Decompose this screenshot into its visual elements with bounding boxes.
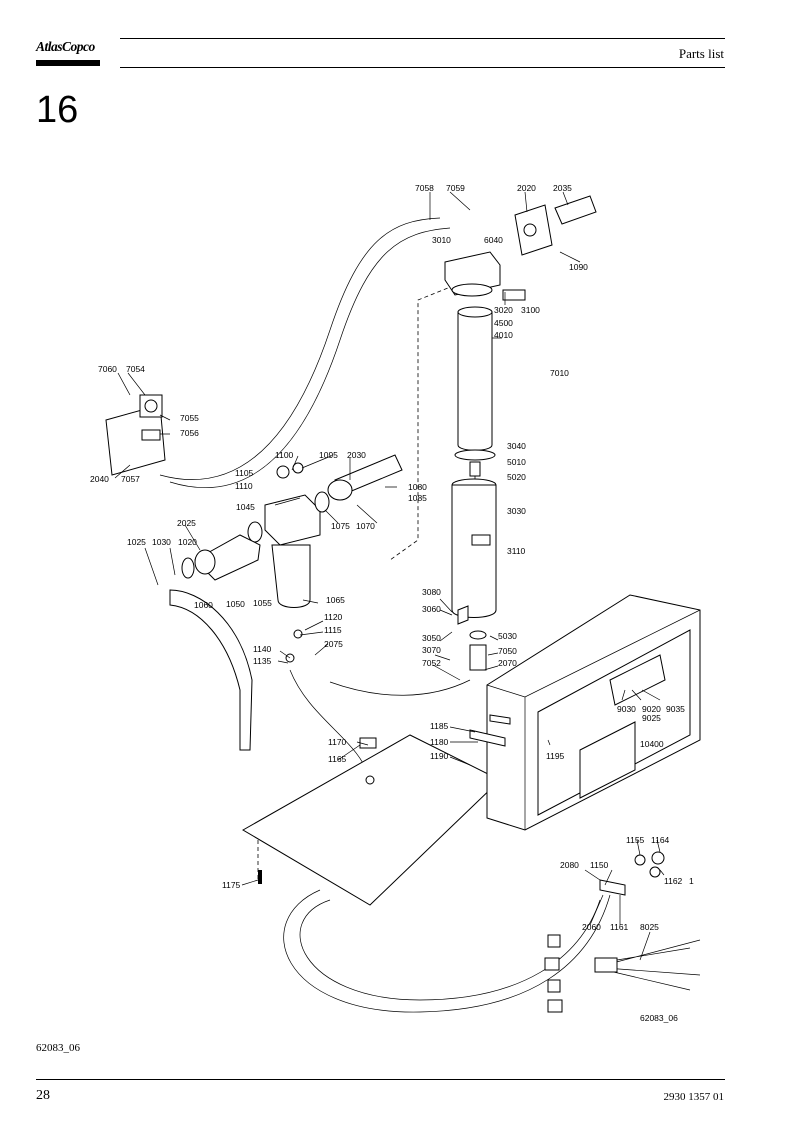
callout-label: 1165 xyxy=(328,754,347,764)
callout-label: 1115 xyxy=(324,625,342,635)
callout-label: 3020 xyxy=(494,305,513,315)
callout-label: 7059 xyxy=(446,183,465,193)
callout-label: 7057 xyxy=(121,474,140,484)
callout-label: 3070 xyxy=(422,645,441,655)
callout-label: 7058 xyxy=(415,183,434,193)
callout-label: 1060 xyxy=(194,600,213,610)
inset-figure-ref: 62083_06 xyxy=(640,1013,678,1023)
callout-label: 3040 xyxy=(507,441,526,451)
callout-label: 2070 xyxy=(498,658,517,668)
callout-label: 2080 xyxy=(560,860,579,870)
header-title: Parts list xyxy=(678,46,724,61)
callout-label: 3010 xyxy=(432,235,451,245)
callout-label: 1164 xyxy=(651,835,670,845)
callout-label: 7052 xyxy=(422,658,441,668)
callout-label: 1100 xyxy=(275,450,294,460)
callout-label: 1070 xyxy=(356,521,375,531)
callout-label: 7056 xyxy=(180,428,199,438)
callout-label: 1075 xyxy=(331,521,350,531)
callout-label: 3030 xyxy=(507,506,526,516)
callout-label: 9025 xyxy=(642,713,661,723)
callout-label: 2020 xyxy=(517,183,536,193)
callout-label: 4500 xyxy=(494,318,513,328)
callout-label: 2035 xyxy=(553,183,572,193)
logo-bar xyxy=(36,60,100,66)
callout-label: 2075 xyxy=(324,639,343,649)
figure-reference: 62083_06 xyxy=(36,1042,80,1054)
callout-label: 1 xyxy=(689,876,694,886)
callout-label: 1065 xyxy=(326,595,345,605)
callout-label: 1195 xyxy=(546,751,565,761)
callout-label: 1025 xyxy=(127,537,146,547)
callout-label: 1095 xyxy=(319,450,338,460)
footer-rule xyxy=(36,1079,725,1080)
callout-label: 1050 xyxy=(226,599,245,609)
callout-label: 10400 xyxy=(640,739,664,749)
callout-label: 5020 xyxy=(507,472,526,482)
callout-label: 9020 xyxy=(642,704,661,714)
callout-label: 1161 xyxy=(610,922,629,932)
callout-label: 5030 xyxy=(498,631,517,641)
callout-label: 3080 xyxy=(422,587,441,597)
header-rule-bottom xyxy=(120,67,725,68)
callout-label: 8025 xyxy=(640,922,659,932)
callout-label: 9035 xyxy=(666,704,685,714)
callout-label: 3050 xyxy=(422,633,441,643)
callout-label: 1055 xyxy=(253,598,272,608)
callout-label: 9030 xyxy=(617,704,636,714)
callout-label: 5010 xyxy=(507,457,526,467)
callout-label: 7060 xyxy=(98,364,117,374)
callout-label: 2030 xyxy=(347,450,366,460)
callout-label: 1150 xyxy=(590,860,609,870)
callout-label: 7010 xyxy=(550,368,569,378)
callout-label: 2040 xyxy=(90,474,109,484)
callout-label: 1135 xyxy=(253,656,272,666)
callout-label: 1090 xyxy=(569,262,588,272)
callout-label: 3060 xyxy=(422,604,441,614)
document-number: 2930 1357 01 xyxy=(663,1091,725,1103)
logo-wordmark: AtlasCopco xyxy=(36,39,95,54)
callout-label: 1162 xyxy=(664,876,683,886)
callout-label: 1020 xyxy=(178,537,197,547)
callout-label: 7054 xyxy=(126,364,145,374)
chapter-number: 16 xyxy=(36,89,79,131)
atlas-copco-logo: AtlasCopco xyxy=(36,38,100,68)
callout-label: 1140 xyxy=(253,644,272,654)
callout-label: 3110 xyxy=(507,546,526,556)
callout-label: 1155 xyxy=(626,835,645,845)
callout-label: 1085 xyxy=(408,493,427,503)
callout-label: 1180 xyxy=(430,737,449,747)
callout-label: 7055 xyxy=(180,413,199,423)
callout-label: 1045 xyxy=(236,502,255,512)
callout-label: 7050 xyxy=(498,646,517,656)
callout-label: 1185 xyxy=(430,721,449,731)
callout-label: 1170 xyxy=(328,737,347,747)
page-number: 28 xyxy=(36,1088,50,1103)
callout-label: 1175 xyxy=(222,880,241,890)
callout-label: 3100 xyxy=(521,305,540,315)
callout-label: 1105 xyxy=(235,468,254,478)
callout-label: 1190 xyxy=(430,751,449,761)
callout-label: 4010 xyxy=(494,330,513,340)
callout-label: 1110 xyxy=(235,481,253,491)
callout-label: 1080 xyxy=(408,482,427,492)
callout-label: 1030 xyxy=(152,537,171,547)
header-rule-top xyxy=(120,38,725,39)
callout-label: 2060 xyxy=(582,922,601,932)
callout-label: 1120 xyxy=(324,612,343,622)
callout-label: 2025 xyxy=(177,518,196,528)
callout-label: 6040 xyxy=(484,235,503,245)
